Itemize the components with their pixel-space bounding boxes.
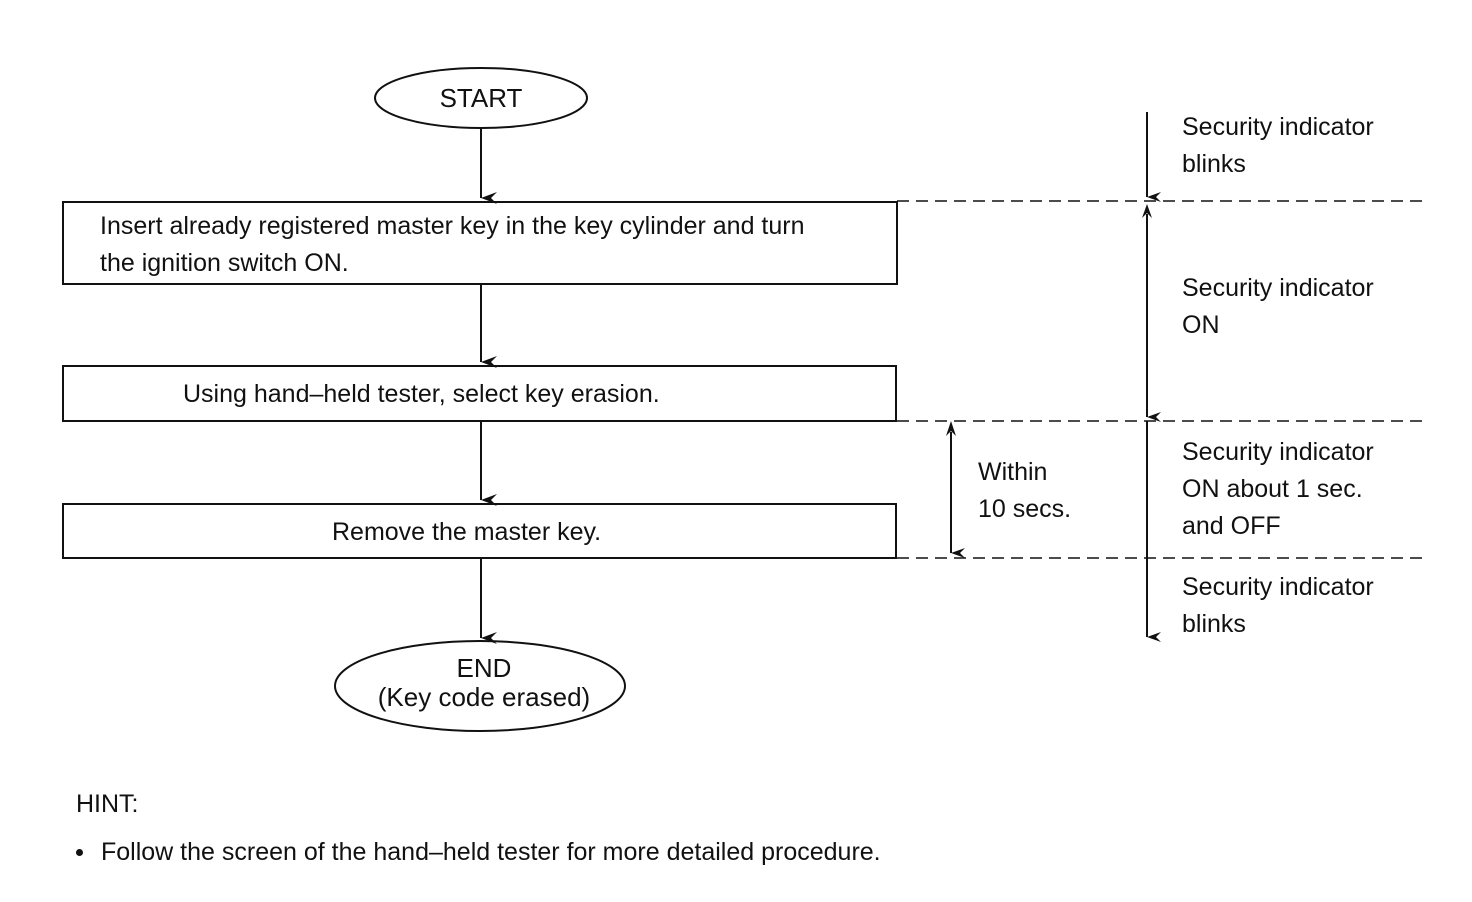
end-terminal [334,640,626,732]
end-sublabel: (Key code erased) [378,682,590,712]
indicator-note-on-1sec-off: Security indicator ON about 1 sec. and O… [1182,434,1374,545]
within-10-secs-up-arrow [946,421,956,436]
step1-line-2: the ignition switch ON. [100,249,349,277]
indicator-note-on: Security indicator ON [1182,270,1374,344]
timeline-segment-2-up-arrow [1142,204,1152,218]
indicator-note-blinks-before: Security indicator blinks [1182,109,1374,183]
indicator-note-line: Security indicator [1182,573,1374,601]
indicator-note-line: blinks [1182,610,1246,638]
indicator-note-line: Security indicator [1182,113,1374,141]
indicator-note-line: Security indicator [1182,438,1374,466]
within-line-2: 10 secs. [978,495,1072,523]
within-line-1: Within [978,458,1048,486]
indicator-note-line: and OFF [1182,512,1281,540]
end-label: END [457,653,512,683]
step1-text: Insert already registered master key in … [100,208,805,282]
within-10-secs-label: Within 10 secs. [978,454,1071,528]
step1-line-1: Insert already registered master key in … [100,212,805,240]
step2-box [62,365,897,422]
hint-title: HINT: [76,790,139,818]
start-label: START [440,83,523,113]
step2-text: Using hand–held tester, select key erasi… [183,376,660,413]
step3-label: Remove the master key. [332,518,602,546]
indicator-note-line: Security indicator [1182,274,1374,302]
hint-list-item: Follow the screen of the hand–held teste… [76,838,881,867]
step3-box [62,503,897,559]
indicator-note-line: ON about 1 sec. [1182,475,1363,503]
bullet-icon [76,849,83,856]
indicator-note-line: ON [1182,311,1220,339]
indicator-note-blinks-after: Security indicator blinks [1182,569,1374,643]
step2-label: Using hand–held tester, select key erasi… [183,380,660,408]
step3-text: Remove the master key. [332,514,601,551]
hint-item-text: Follow the screen of the hand–held teste… [101,838,881,866]
indicator-note-line: blinks [1182,150,1246,178]
